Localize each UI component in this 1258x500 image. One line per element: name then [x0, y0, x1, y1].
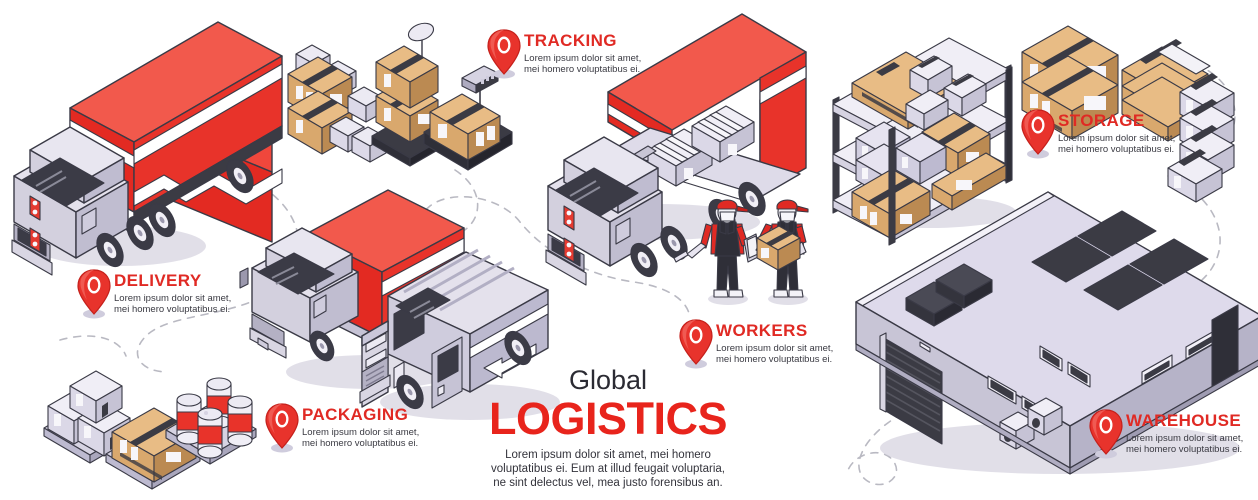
marker-description: Lorem ipsum dolor sit amet, mei homero v…: [1058, 133, 1176, 156]
map-pin-icon: [484, 26, 524, 80]
marker-title: PACKAGING: [302, 405, 409, 424]
warehouse-storage-rack: [832, 37, 1016, 246]
warehouse-workers: [673, 199, 809, 305]
map-pin-icon: [74, 266, 114, 320]
pallets-and-barrels: [43, 370, 257, 490]
weighing-scale-with-display: [371, 22, 439, 167]
marker-packaging[interactable]: PACKAGING Lorem ipsum dolor sit amet, me…: [262, 400, 419, 454]
warehouse-building: [855, 191, 1258, 475]
map-pin-icon: [1086, 406, 1126, 460]
title-headline: LOGISTICS: [488, 393, 728, 444]
main-title-block: Global LOGISTICS Lorem ipsum dolor sit a…: [462, 366, 754, 490]
open-side-cargo-truck: [545, 13, 807, 286]
marker-description: Lorem ipsum dolor sit amet, mei homero v…: [716, 343, 834, 366]
map-pin-icon: [1018, 106, 1058, 160]
map-pin-icon: [262, 400, 302, 454]
marker-title: WORKERS: [716, 321, 808, 340]
red-semi-truck: [11, 21, 283, 276]
marker-title: STORAGE: [1058, 111, 1145, 130]
platform-scale: [423, 65, 513, 171]
marker-workers[interactable]: WORKERS Lorem ipsum dolor sit amet, mei …: [676, 316, 833, 370]
marker-warehouse[interactable]: WAREHOUSE Lorem ipsum dolor sit amet, me…: [1086, 406, 1243, 460]
storage-box-stacks: [1021, 25, 1235, 203]
marker-description: Lorem ipsum dolor sit amet, mei homero v…: [302, 427, 420, 450]
marker-description: Lorem ipsum dolor sit amet, mei homero v…: [524, 53, 642, 76]
title-description: Lorem ipsum dolor sit amet, mei homero v…: [491, 449, 725, 489]
worker-carrying-box: [755, 199, 809, 305]
marker-description: Lorem ipsum dolor sit amet, mei homero v…: [1126, 433, 1244, 456]
title-overline: Global: [568, 365, 648, 395]
marker-tracking[interactable]: TRACKING Lorem ipsum dolor sit amet, mei…: [484, 26, 641, 80]
marker-delivery[interactable]: DELIVERY Lorem ipsum dolor sit amet, mei…: [74, 266, 231, 320]
parcel-boxes-and-scales: [287, 22, 513, 171]
worker-with-clipboard: [673, 199, 761, 305]
map-pin-icon: [676, 316, 716, 370]
marker-title: WAREHOUSE: [1126, 411, 1242, 430]
grey-delivery-van: [359, 248, 560, 420]
marker-title: DELIVERY: [114, 271, 202, 290]
marker-title: TRACKING: [524, 31, 617, 50]
marker-storage[interactable]: STORAGE Lorem ipsum dolor sit amet, mei …: [1018, 106, 1175, 160]
marker-description: Lorem ipsum dolor sit amet, mei homero v…: [114, 293, 232, 316]
